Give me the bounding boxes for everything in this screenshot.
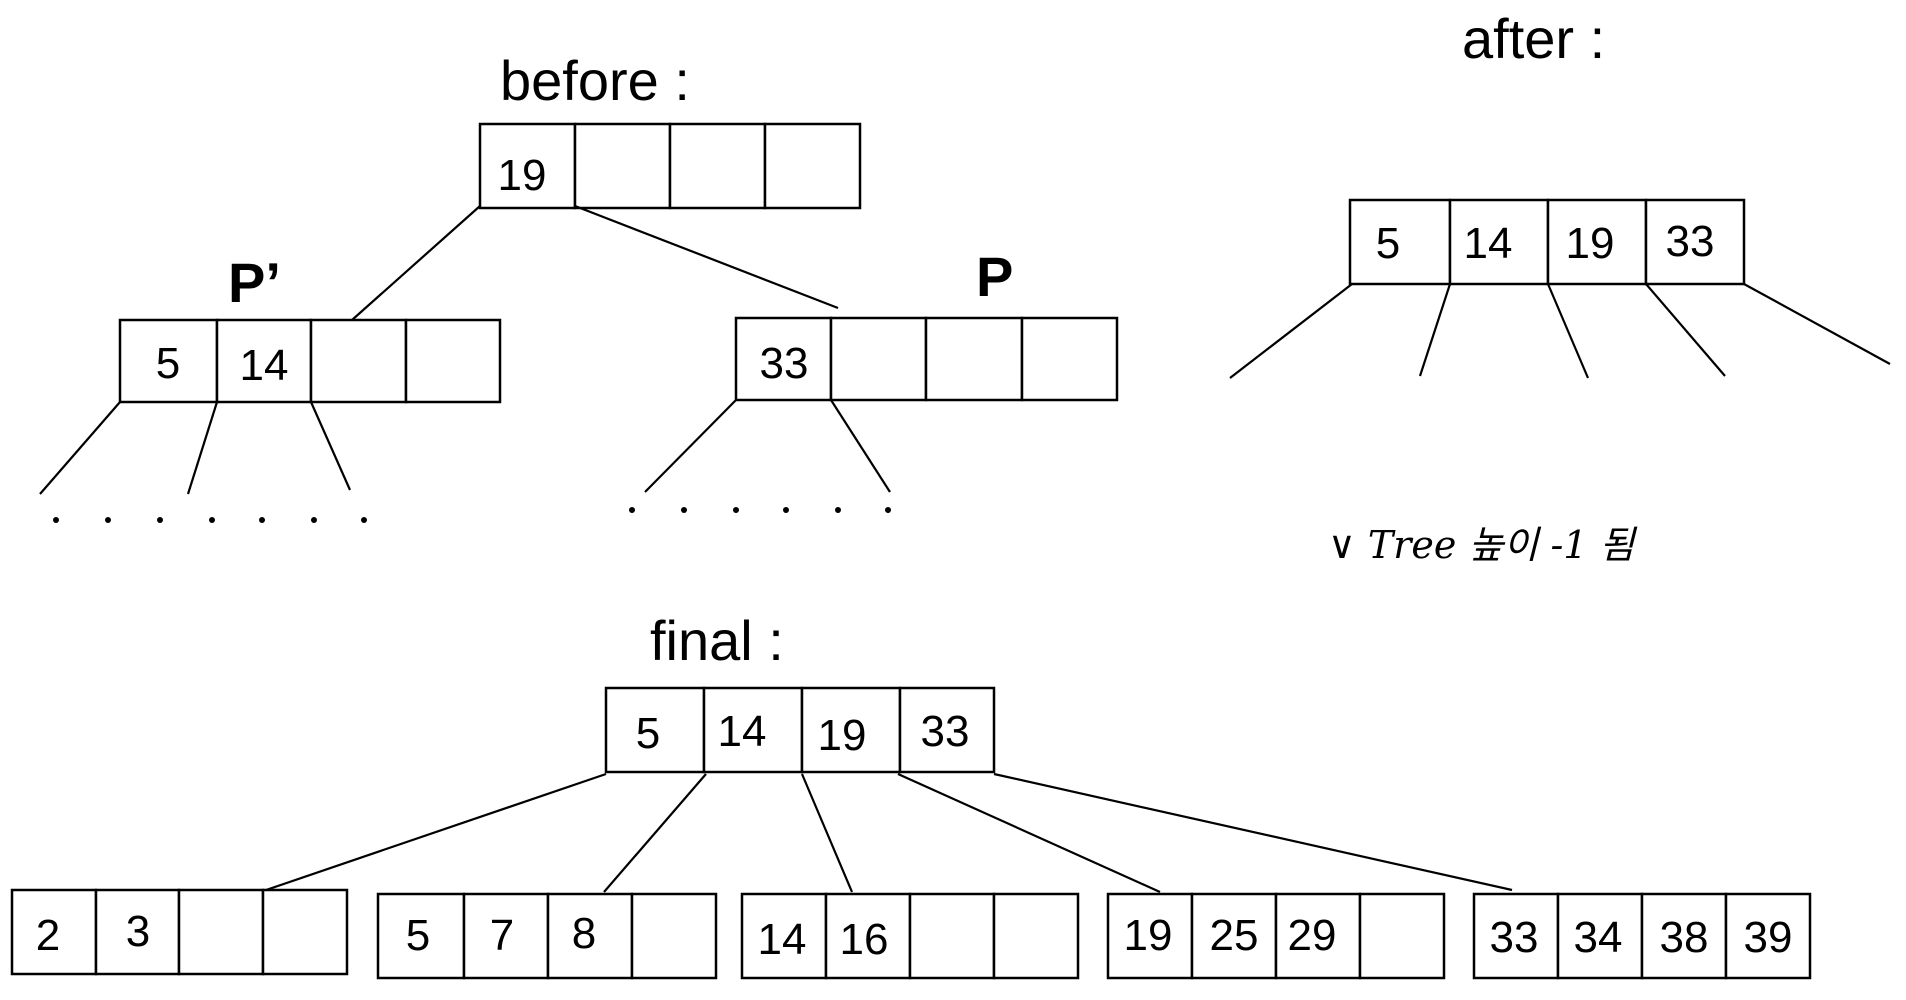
node-cell: [1106, 892, 1194, 980]
final-label: final :: [650, 609, 784, 672]
node-key: 19: [818, 711, 867, 760]
height-note: ∨ Tree 높이 -1 됨: [1328, 523, 1638, 567]
node-key: 14: [1464, 219, 1513, 268]
node-cell: [215, 318, 313, 404]
ellipsis-dots: [629, 507, 891, 513]
node-cell: [1448, 198, 1550, 286]
node-cell: [1546, 198, 1648, 286]
node-cell: [898, 686, 996, 774]
final-leaf-node: 2 3: [10, 888, 349, 976]
node-key: 7: [490, 911, 514, 960]
node-key: 33: [760, 339, 809, 388]
node-key: 14: [758, 915, 807, 964]
edge: [309, 401, 352, 491]
edge: [265, 772, 607, 892]
final-root-node: 5 14 19 33: [604, 686, 996, 774]
node-cell: [404, 318, 502, 404]
edge: [897, 772, 1161, 894]
edge: [351, 205, 481, 321]
node-key: 19: [1566, 219, 1615, 268]
node-cell: [924, 316, 1024, 402]
final-leaf-node: 19 25 29: [1106, 892, 1446, 980]
edge: [603, 773, 707, 893]
edge: [800, 773, 854, 893]
before-right-node: 33: [734, 316, 1119, 402]
node-cell: [668, 122, 767, 210]
node-cell: [702, 686, 804, 774]
node-key: 19: [1124, 911, 1173, 960]
node-cell: [1020, 316, 1119, 402]
edge: [1418, 283, 1452, 377]
edge: [186, 401, 219, 495]
final-leaf-node: 14 16: [740, 892, 1080, 980]
before-label: before :: [500, 49, 690, 112]
after-label: after :: [1462, 7, 1605, 70]
node-cell: [462, 892, 550, 980]
ellipsis-dots: [53, 517, 367, 523]
node-cell: [118, 318, 219, 404]
node-key: 8: [572, 909, 596, 958]
p-tag: P: [976, 245, 1013, 308]
node-key: 33: [1490, 913, 1539, 962]
edge: [993, 772, 1513, 892]
node-cell: [1274, 892, 1362, 980]
node-cell: [604, 686, 706, 774]
after-root-node: 5 14 19 33: [1348, 198, 1746, 286]
node-cell: [1640, 892, 1728, 980]
node-cell: [1190, 892, 1278, 980]
edge: [1743, 283, 1891, 365]
node-key: 34: [1574, 913, 1623, 962]
node-key: 16: [840, 915, 889, 964]
node-cell: [763, 122, 862, 210]
node-cell: [908, 892, 996, 980]
before-root-node: 19: [478, 122, 862, 210]
edge: [574, 204, 839, 310]
node-key: 3: [126, 907, 150, 956]
node-key: 5: [636, 709, 660, 758]
edge: [644, 399, 737, 493]
node-cell: [1358, 892, 1446, 980]
node-cell: [546, 892, 634, 980]
node-key: 19: [498, 151, 547, 200]
node-cell: [573, 122, 672, 210]
node-cell: [829, 316, 928, 402]
node-key: 5: [406, 911, 430, 960]
node-cell: [478, 122, 577, 210]
edge: [39, 401, 121, 495]
node-key: 33: [1666, 217, 1715, 266]
before-left-node: 5 14: [118, 318, 502, 404]
node-cell: [261, 888, 349, 976]
final-leaf-node: 33 34 38 39: [1472, 892, 1812, 980]
node-cell: [177, 888, 265, 976]
node-cell: [94, 888, 181, 976]
node-key: 5: [1376, 219, 1400, 268]
node-key: 5: [156, 339, 180, 388]
node-cell: [992, 892, 1080, 980]
node-cell: [1724, 892, 1812, 980]
node-cell: [824, 892, 912, 980]
node-key: 14: [718, 707, 767, 756]
node-cell: [1348, 198, 1452, 286]
node-cell: [630, 892, 718, 980]
final-leaf-node: 5 7 8: [376, 892, 718, 980]
edge: [830, 399, 891, 493]
node-cell: [1472, 892, 1560, 980]
p-prime-tag: P’: [228, 251, 281, 314]
edge: [1546, 283, 1590, 379]
node-key: 2: [36, 911, 60, 960]
node-key: 38: [1660, 913, 1709, 962]
node-key: 25: [1210, 911, 1259, 960]
node-key: 14: [240, 341, 289, 390]
node-key: 39: [1744, 913, 1793, 962]
node-cell: [1644, 198, 1746, 286]
node-key: 29: [1288, 911, 1337, 960]
node-cell: [10, 888, 98, 976]
node-cell: [309, 318, 408, 404]
edge: [1645, 283, 1726, 377]
node-key: 33: [921, 707, 970, 756]
edge: [1229, 283, 1353, 379]
